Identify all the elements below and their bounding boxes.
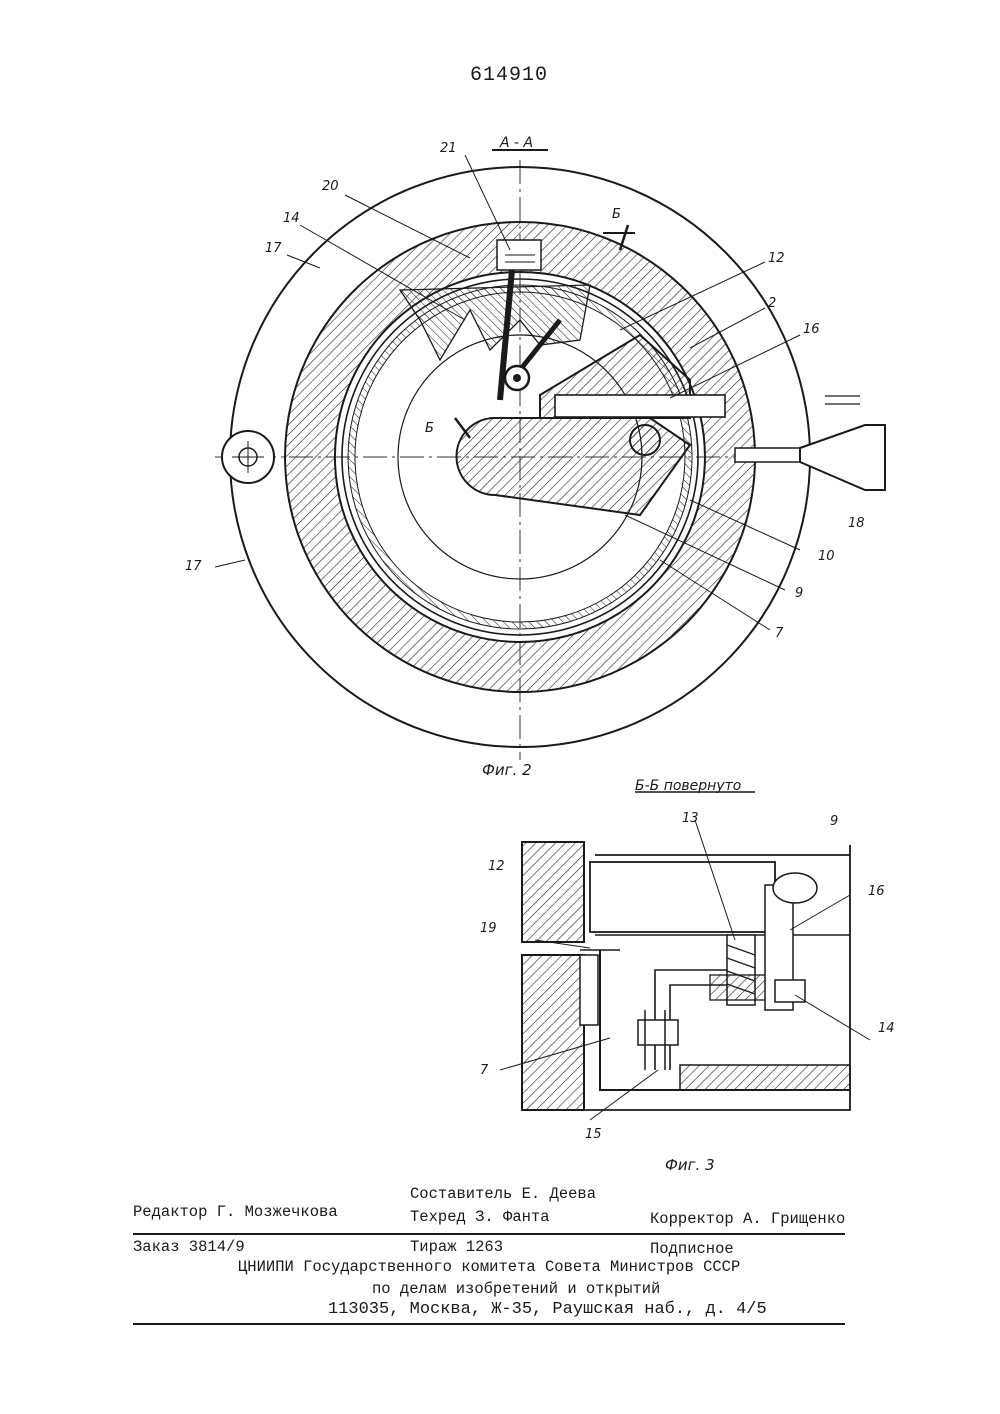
imprint-subscription: Подписное <box>650 1240 734 1258</box>
figure-2-drawing: А - А 21 20 14 17 12 2 16 Б Б 18 17 10 9… <box>0 0 1000 800</box>
fig3-label-15: 15 <box>585 1127 602 1142</box>
imprint-compiler: Составитель Е. Деева <box>410 1185 596 1203</box>
section-b-title: Б-Б повернуто <box>635 778 741 794</box>
fig2-label-17-left: 17 <box>185 559 202 574</box>
imprint-org-line2: по делам изобретений и открытий <box>372 1280 660 1298</box>
figure-3-drawing: Б-Б повернуто 13 9 12 16 19 14 7 15 Фиг.… <box>440 770 900 1180</box>
fig3-label-14: 14 <box>878 1021 895 1036</box>
fig2-label-20: 20 <box>322 179 339 194</box>
section-mark-b-left: Б <box>425 421 434 436</box>
fig2-label-9: 9 <box>795 586 803 601</box>
section-a-title: А - А <box>499 135 533 151</box>
figure-3-caption: Фиг. 3 <box>665 1156 715 1174</box>
fig2-label-21: 21 <box>440 141 457 156</box>
fig3-label-7: 7 <box>480 1063 489 1078</box>
imprint-techred: Техред З. Фанта <box>410 1208 550 1226</box>
fig2-label-18: 18 <box>848 516 865 531</box>
fig3-label-12: 12 <box>488 859 505 874</box>
fig2-label-12: 12 <box>768 251 785 266</box>
section-mark-b-top: Б <box>612 207 621 222</box>
imprint-rule-bottom <box>133 1323 845 1325</box>
fig3-label-13: 13 <box>682 811 699 826</box>
fig2-label-17-top: 17 <box>265 241 282 256</box>
fig3-label-16: 16 <box>868 884 885 899</box>
fig2-label-16: 16 <box>803 322 820 337</box>
fig3-label-19: 19 <box>480 921 497 936</box>
imprint-print-run: Тираж 1263 <box>410 1238 503 1256</box>
fig2-label-2: 2 <box>768 296 776 311</box>
imprint-rule-top <box>133 1233 845 1235</box>
fig2-label-10: 10 <box>818 549 835 564</box>
imprint-address: 113035, Москва, Ж-35, Раушская наб., д. … <box>328 1300 767 1319</box>
fig2-label-14: 14 <box>283 211 300 226</box>
imprint-corrector: Корректор А. Грищенко <box>650 1210 845 1228</box>
imprint-editor: Редактор Г. Мозжечкова <box>133 1203 338 1221</box>
imprint-org-line1: ЦНИИПИ Государственного комитета Совета … <box>238 1258 740 1276</box>
fig2-label-7: 7 <box>775 626 784 641</box>
fig3-label-9: 9 <box>830 814 838 829</box>
imprint-order: Заказ 3814/9 <box>133 1238 245 1256</box>
